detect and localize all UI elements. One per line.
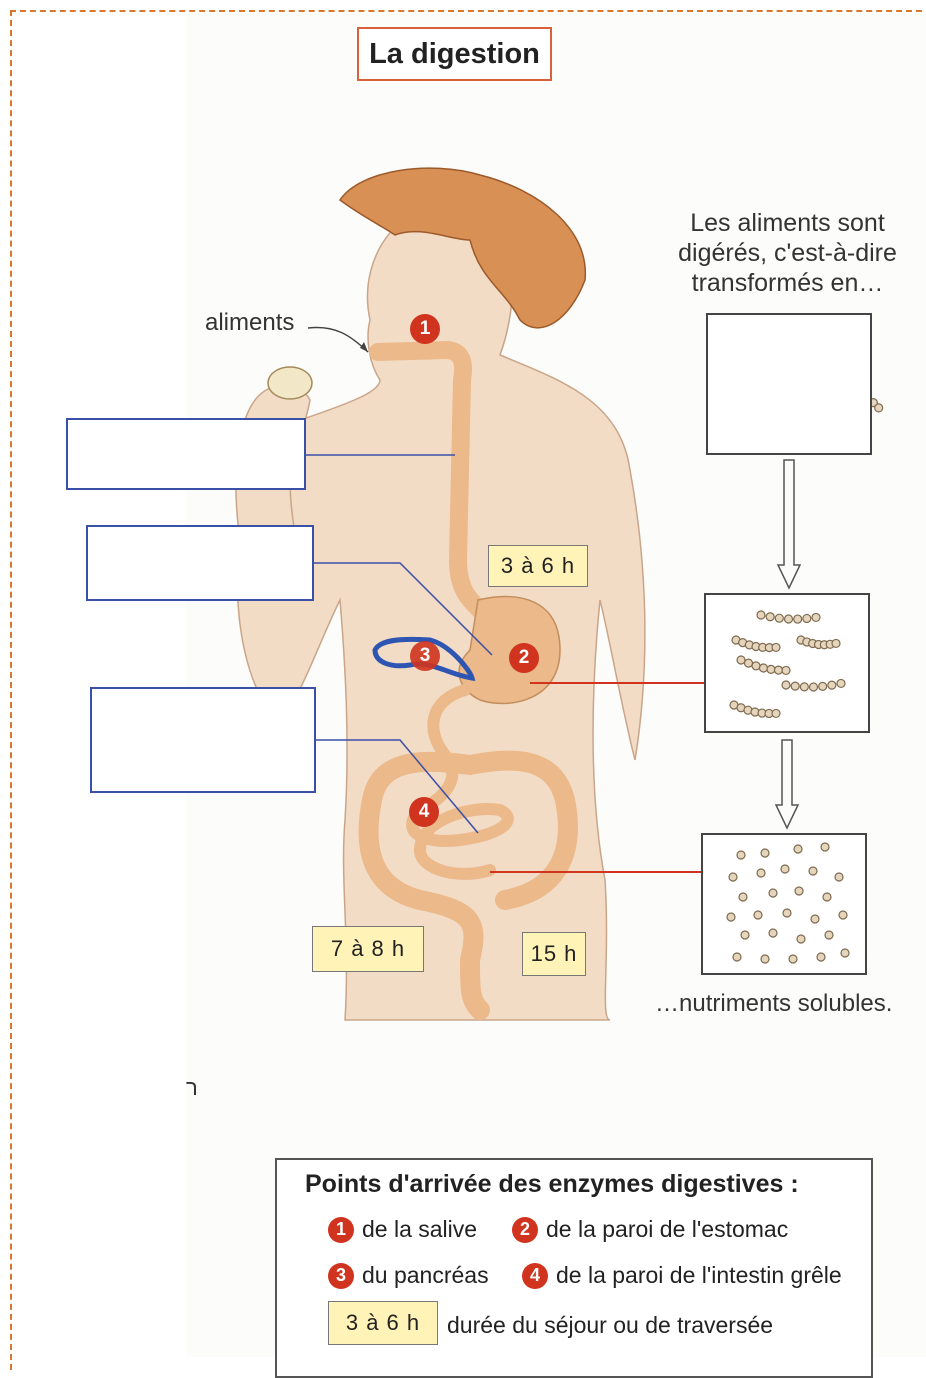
stray-glyph: ר — [186, 1075, 198, 1101]
bead — [800, 683, 808, 691]
legend-num-1: 1 — [328, 1217, 354, 1243]
answer-box-3[interactable] — [90, 687, 316, 793]
bead — [812, 613, 820, 621]
bead — [791, 682, 799, 690]
bead — [797, 935, 805, 943]
aliments-pointer — [308, 327, 368, 352]
answer-box-1[interactable] — [66, 418, 306, 490]
bead — [727, 913, 735, 921]
square-nutrients — [701, 833, 867, 975]
square-fragments — [704, 593, 870, 733]
bead — [821, 843, 829, 851]
bead — [767, 665, 775, 673]
arrow-down-2 — [776, 740, 798, 828]
legend-text-4: de la paroi de l'intestin grêle — [556, 1262, 842, 1289]
bead — [783, 909, 791, 917]
bead — [741, 931, 749, 939]
bead — [761, 955, 769, 963]
bead — [781, 865, 789, 873]
bead — [757, 611, 765, 619]
bead — [803, 614, 811, 622]
bead — [789, 955, 797, 963]
bead — [757, 869, 765, 877]
legend-item-2: 2 de la paroi de l'estomac — [512, 1216, 788, 1243]
bead — [752, 662, 760, 670]
marker-3: 3 — [410, 641, 440, 671]
bead — [828, 681, 836, 689]
bead — [733, 953, 741, 961]
legend-item-3: 3 du pancréas — [328, 1262, 489, 1289]
bead — [775, 666, 783, 674]
legend-item-4: 4 de la paroi de l'intestin grêle — [522, 1262, 842, 1289]
square-starch — [706, 313, 872, 455]
bead — [841, 949, 849, 957]
bead — [875, 404, 883, 412]
nutrient-dots — [703, 835, 869, 977]
bead — [785, 615, 793, 623]
bead — [745, 659, 753, 667]
aliments-label: aliments — [205, 309, 294, 337]
legend-num-2: 2 — [512, 1217, 538, 1243]
intro-text: Les aliments sont digérés, c'est-à-dire … — [655, 208, 920, 298]
bead — [769, 929, 777, 937]
bead — [819, 682, 827, 690]
answer-box-2[interactable] — [86, 525, 314, 601]
bead — [825, 931, 833, 939]
fragment-chains — [706, 595, 872, 735]
bead — [794, 615, 802, 623]
legend-duration-text: durée du séjour ou de traversée — [447, 1312, 773, 1339]
result-label: …nutriments solubles. — [655, 990, 892, 1018]
legend-num-4: 4 — [522, 1263, 548, 1289]
bead — [809, 867, 817, 875]
legend-text-1: de la salive — [362, 1216, 477, 1243]
bead — [839, 911, 847, 919]
bead — [782, 666, 790, 674]
bead — [760, 664, 768, 672]
marker-4: 4 — [409, 797, 439, 827]
legend-item-1: 1 de la salive — [328, 1216, 477, 1243]
bead — [795, 887, 803, 895]
bead — [754, 911, 762, 919]
legend-text-2: de la paroi de l'estomac — [546, 1216, 788, 1243]
bead — [739, 893, 747, 901]
bead — [811, 915, 819, 923]
marker-2: 2 — [509, 643, 539, 673]
bead — [832, 639, 840, 647]
bead — [782, 681, 790, 689]
bead — [775, 614, 783, 622]
duration-large-intestine: 15 h — [522, 932, 586, 976]
bead — [766, 613, 774, 621]
duration-small-intestine: 7 à 8 h — [312, 926, 424, 972]
bead — [817, 953, 825, 961]
bead — [761, 849, 769, 857]
bead — [729, 873, 737, 881]
food-ball — [268, 367, 312, 399]
duration-stomach: 3 à 6 h — [488, 545, 588, 587]
bead — [810, 683, 818, 691]
bead — [737, 656, 745, 664]
legend-num-3: 3 — [328, 1263, 354, 1289]
legend-duration-sample: 3 à 6 h — [328, 1301, 438, 1345]
marker-1: 1 — [410, 314, 440, 344]
bead — [823, 893, 831, 901]
bead — [772, 643, 780, 651]
bead — [772, 709, 780, 717]
arrow-down-1 — [778, 460, 800, 588]
legend-text-3: du pancréas — [362, 1262, 489, 1289]
bead — [835, 873, 843, 881]
bead — [837, 679, 845, 687]
aliments-arrowhead — [360, 342, 368, 352]
bead — [737, 851, 745, 859]
bead — [794, 845, 802, 853]
page-title: La digestion — [357, 27, 552, 81]
legend-title: Points d'arrivée des enzymes digestives … — [305, 1170, 799, 1199]
bead — [769, 889, 777, 897]
